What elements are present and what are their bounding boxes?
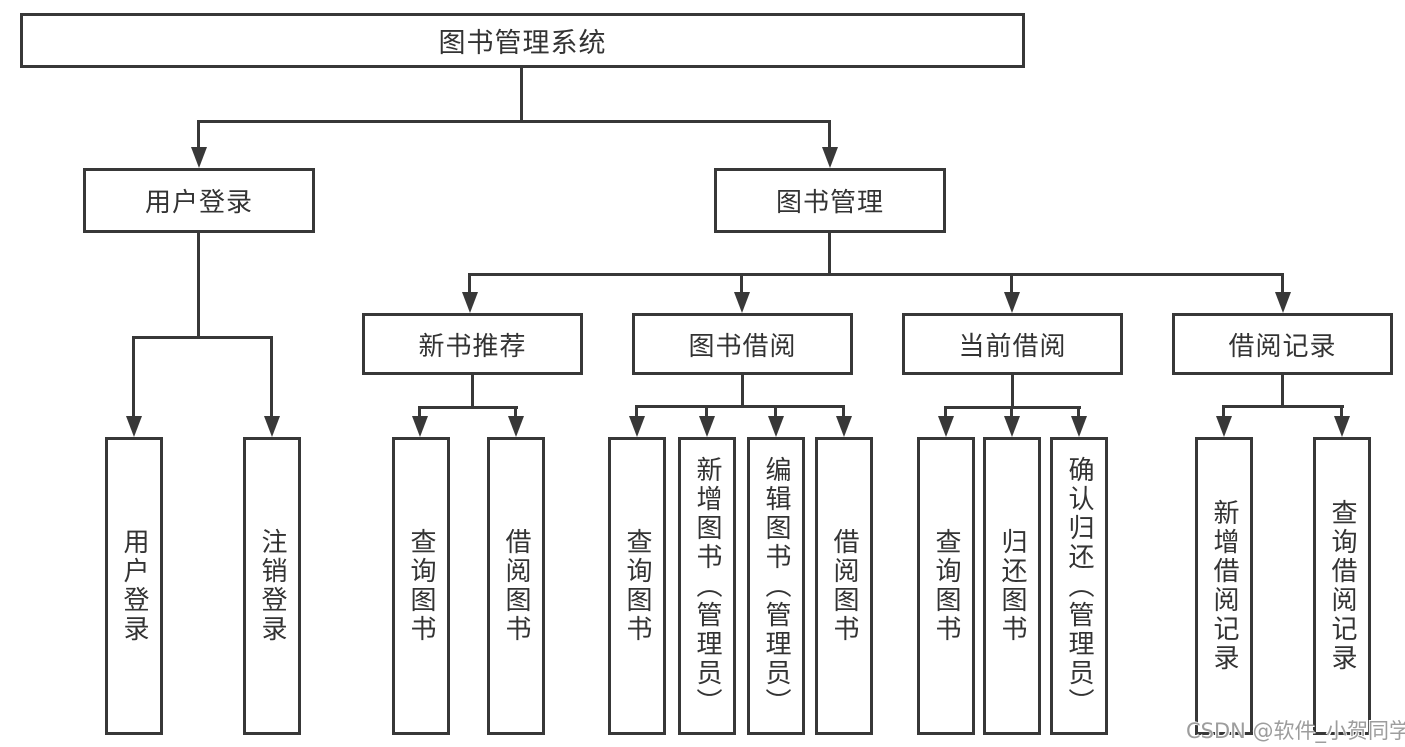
arrow-to-current-borrowing bbox=[1003, 273, 1020, 313]
leaf-return-books: 归还图书 bbox=[983, 437, 1041, 735]
connector-borrowing-stem bbox=[741, 375, 744, 405]
arrow-to-confirm-return-admin bbox=[1070, 406, 1087, 437]
leaf-query-books-borrowing: 查询图书 bbox=[608, 437, 666, 735]
leaf-label: 查询图书 bbox=[406, 528, 436, 644]
node-label: 借阅记录 bbox=[1228, 331, 1337, 362]
leaf-label: 查询图书 bbox=[622, 528, 652, 644]
node-label: 新书推荐 bbox=[418, 331, 527, 362]
node-user-login: 用户登录 bbox=[83, 168, 315, 233]
connector-current-stem bbox=[1011, 375, 1014, 406]
leaf-label: 用户登录 bbox=[119, 528, 149, 644]
arrow-to-return-books bbox=[1003, 406, 1020, 437]
connector-user-login-stem bbox=[197, 233, 200, 336]
arrow-to-book-management bbox=[821, 120, 838, 168]
leaf-label: 注销登录 bbox=[257, 528, 287, 644]
leaf-query-books-current: 查询图书 bbox=[917, 437, 975, 735]
node-book-management: 图书管理 bbox=[714, 168, 946, 233]
node-current-borrowing: 当前借阅 bbox=[902, 313, 1123, 375]
leaf-label: 借阅图书 bbox=[829, 528, 859, 644]
leaf-label: 新增借阅记录 bbox=[1209, 499, 1239, 673]
node-label: 图书管理系统 bbox=[438, 28, 607, 59]
connector-recommendation-stem bbox=[471, 375, 474, 406]
connector-records-stem bbox=[1281, 375, 1284, 405]
leaf-add-books-admin: 新增图书（管理员） bbox=[678, 437, 736, 735]
leaf-label: 借阅图书 bbox=[501, 528, 531, 644]
arrow-to-edit-books-admin bbox=[767, 405, 784, 437]
arrow-to-borrow-books-recommend bbox=[507, 406, 524, 437]
leaf-edit-books-admin: 编辑图书（管理员） bbox=[747, 437, 805, 735]
leaf-label: 查询图书 bbox=[931, 528, 961, 644]
leaf-label: 查询借阅记录 bbox=[1327, 499, 1357, 673]
node-new-book-recommendation: 新书推荐 bbox=[362, 313, 583, 375]
arrow-to-query-books-current bbox=[937, 406, 954, 437]
leaf-borrow-books-recommend: 借阅图书 bbox=[487, 437, 545, 735]
leaf-label: 归还图书 bbox=[997, 528, 1027, 644]
arrow-to-borrowing-records bbox=[1274, 273, 1291, 313]
arrow-to-borrow-books-borrowing bbox=[835, 405, 852, 437]
connector-borrowing-branch bbox=[635, 405, 845, 408]
node-label: 图书管理 bbox=[775, 188, 884, 218]
arrow-to-user-login bbox=[190, 120, 207, 168]
arrow-to-book-borrowing bbox=[733, 273, 750, 313]
arrow-to-add-borrow-record bbox=[1215, 405, 1232, 437]
arrow-to-query-borrow-record bbox=[1333, 405, 1350, 437]
arrow-to-leaf-logout bbox=[263, 336, 280, 437]
node-library-management-system: 图书管理系统 bbox=[20, 13, 1025, 68]
arrow-to-add-books-admin bbox=[698, 405, 715, 437]
connector-root-stem bbox=[520, 68, 523, 120]
node-label: 图书借阅 bbox=[688, 331, 797, 362]
leaf-label: 确认归还（管理员） bbox=[1064, 455, 1094, 717]
arrow-to-query-books-borrowing bbox=[628, 405, 645, 437]
leaf-query-books-recommend: 查询图书 bbox=[392, 437, 450, 735]
connector-recommendation-branch bbox=[418, 406, 518, 409]
connector-root-branch bbox=[197, 120, 831, 123]
arrow-to-leaf-user-login bbox=[125, 336, 142, 437]
connector-book-management-stem bbox=[828, 233, 831, 273]
leaf-borrow-books-borrowing: 借阅图书 bbox=[815, 437, 873, 735]
leaf-confirm-return-admin: 确认归还（管理员） bbox=[1050, 437, 1108, 735]
leaf-add-borrow-record: 新增借阅记录 bbox=[1195, 437, 1253, 735]
arrow-to-query-books-recommend bbox=[411, 406, 428, 437]
leaf-user-login: 用户登录 bbox=[105, 437, 163, 735]
arrow-to-new-book-recommendation bbox=[461, 273, 478, 313]
connector-records-branch bbox=[1222, 405, 1344, 408]
node-label: 当前借阅 bbox=[958, 331, 1067, 362]
connector-user-login-branch bbox=[132, 336, 273, 339]
leaf-label: 编辑图书（管理员） bbox=[761, 455, 791, 717]
connector-book-management-branch bbox=[468, 273, 1284, 276]
node-label: 用户登录 bbox=[144, 188, 253, 218]
csdn-watermark: CSDN @软件_小贺同学 bbox=[1186, 719, 1405, 743]
leaf-logout: 注销登录 bbox=[243, 437, 301, 735]
node-book-borrowing: 图书借阅 bbox=[632, 313, 853, 375]
leaf-label: 新增图书（管理员） bbox=[692, 455, 722, 717]
leaf-query-borrow-record: 查询借阅记录 bbox=[1313, 437, 1371, 735]
node-borrowing-records: 借阅记录 bbox=[1172, 313, 1393, 375]
